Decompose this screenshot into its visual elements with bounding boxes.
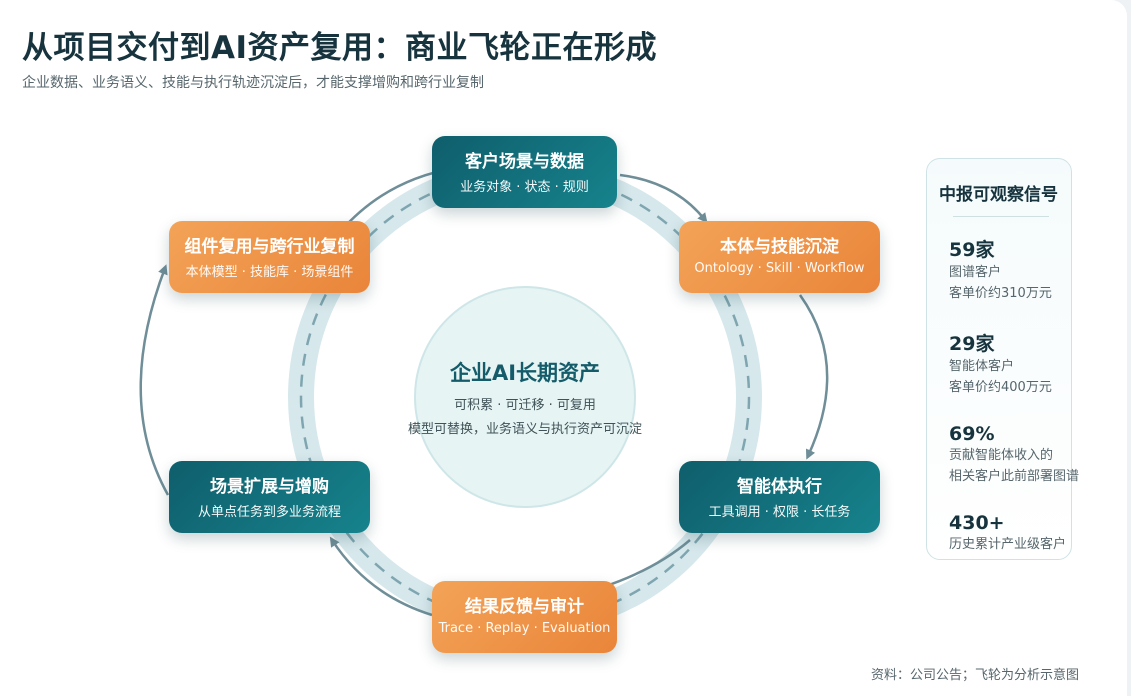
stat-label: 客单价约310万元 <box>949 286 1052 301</box>
stat-label: 贡献智能体收入的 <box>949 448 1054 463</box>
node-subtitle: Ontology · Skill · Workflow <box>694 261 865 276</box>
node-title: 客户场景与数据 <box>465 152 584 172</box>
node-ontology-skill: 本体与技能沉淀 Ontology · Skill · Workflow <box>679 221 880 293</box>
stat-value: 59家 <box>949 239 995 261</box>
node-scene-expansion: 场景扩展与增购 从单点任务到多业务流程 <box>169 461 370 533</box>
stat-item: 69% 贡献智能体收入的 相关客户此前部署图谱 <box>949 423 1080 487</box>
node-title: 组件复用与跨行业复制 <box>184 237 355 257</box>
source-note: 资料：公司公告；飞轮为分析示意图 <box>870 668 1079 683</box>
panel-divider <box>953 216 1049 217</box>
center-line-2: 模型可替换，业务语义与执行资产可沉淀 <box>407 422 642 437</box>
stat-item: 430+ 历史累计产业级客户 <box>949 512 1073 555</box>
node-subtitle: 本体模型 · 技能库 · 场景组件 <box>185 265 354 280</box>
arrow-5-to-6 <box>139 264 170 496</box>
page-title: 从项目交付到AI资产复用：商业飞轮正在形成 <box>22 30 658 66</box>
panel-title: 中报可观察信号 <box>939 185 1058 205</box>
arrow-2-to-3 <box>798 294 829 460</box>
center-hub <box>414 286 636 508</box>
node-feedback-audit: 结果反馈与审计 Trace · Replay · Evaluation <box>432 581 617 653</box>
stat-label: 智能体客户 <box>949 359 1015 374</box>
arrow-1-to-2 <box>619 173 708 224</box>
node-customer-data: 客户场景与数据 业务对象 · 状态 · 规则 <box>432 136 617 208</box>
node-agent-execution: 智能体执行 工具调用 · 权限 · 长任务 <box>679 461 880 533</box>
signals-panel: 中报可观察信号 59家 图谱客户 客单价约310万元 29家 智能体客户 客单价… <box>926 158 1080 560</box>
stat-item: 29家 智能体客户 客单价约400万元 <box>949 329 1073 398</box>
stat-item: 59家 图谱客户 客单价约310万元 <box>949 235 1073 304</box>
stat-value: 69% <box>949 423 995 445</box>
stat-value: 430+ <box>949 512 1005 534</box>
node-title: 本体与技能沉淀 <box>720 237 839 257</box>
arrow-4-to-5 <box>329 536 433 617</box>
node-title: 结果反馈与审计 <box>465 597 584 617</box>
page-subtitle: 企业数据、业务语义、技能与执行轨迹沉淀后，才能支撑增购和跨行业复制 <box>22 75 484 91</box>
node-subtitle: Trace · Replay · Evaluation <box>438 621 611 636</box>
stat-label: 相关客户此前部署图谱 <box>949 469 1080 484</box>
center-line-1: 可积累 · 可迁移 · 可复用 <box>454 398 596 413</box>
stat-label: 图谱客户 <box>949 265 1002 280</box>
center-title: 企业AI长期资产 <box>449 361 601 385</box>
stat-label: 历史累计产业级客户 <box>949 537 1067 552</box>
node-subtitle: 业务对象 · 状态 · 规则 <box>460 180 589 195</box>
node-subtitle: 从单点任务到多业务流程 <box>197 505 341 520</box>
stat-value: 29家 <box>949 333 995 355</box>
node-title: 场景扩展与增购 <box>210 477 329 497</box>
stat-label: 客单价约400万元 <box>949 380 1052 395</box>
node-title: 智能体执行 <box>737 477 822 497</box>
node-component-reuse: 组件复用与跨行业复制 本体模型 · 技能库 · 场景组件 <box>169 221 370 293</box>
node-subtitle: 工具调用 · 权限 · 长任务 <box>708 505 851 520</box>
